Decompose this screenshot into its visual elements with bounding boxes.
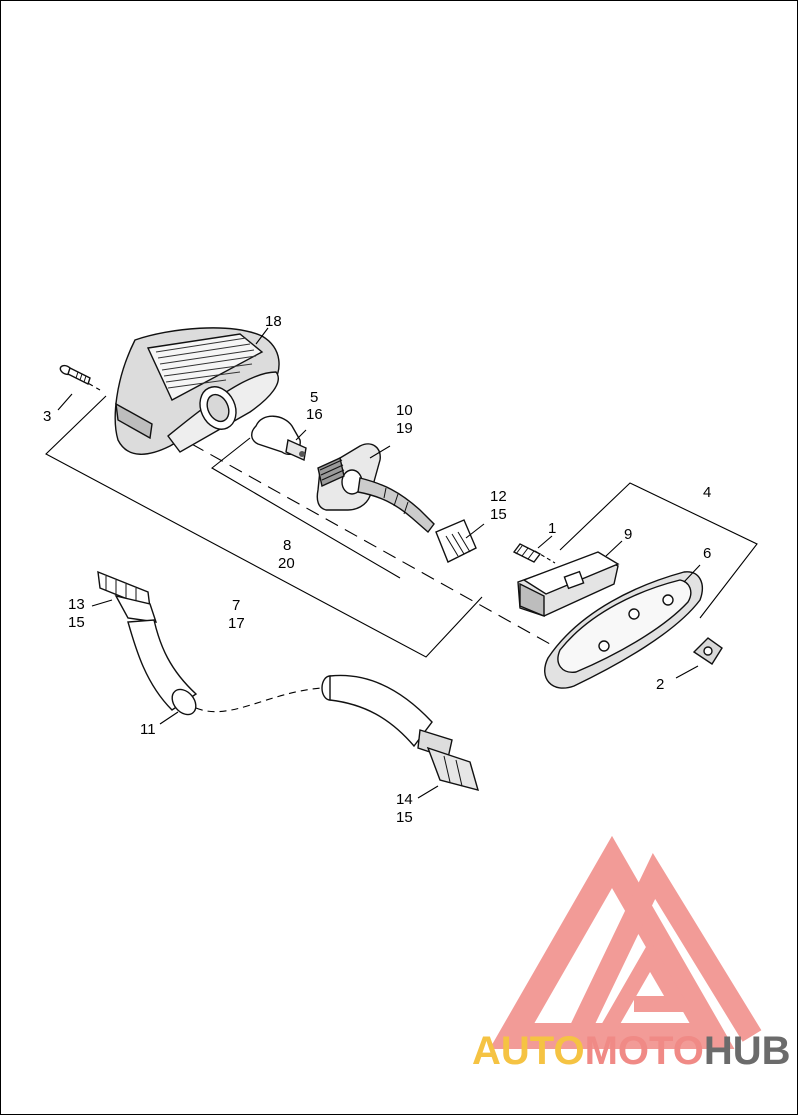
license-lamp-module (517, 551, 620, 618)
screw-1 (512, 543, 542, 563)
label-5: 5 (310, 389, 318, 406)
assembly-bracket-7-17 (45, 395, 483, 658)
label-19: 19 (396, 420, 413, 437)
assembly-bracket-8-20 (211, 437, 401, 579)
label-15-lower: 15 (396, 809, 413, 826)
watermark-text: AUTOMOTOHUB (472, 1029, 800, 1073)
screw-3 (59, 364, 91, 385)
label-14: 14 (396, 791, 413, 808)
center-axis-dashed-line (171, 432, 551, 645)
watermark-auto: AUTO (472, 1029, 585, 1073)
tail-lamp-housing (114, 327, 280, 455)
label-11: 11 (140, 721, 156, 738)
nut-2 (692, 637, 723, 665)
label-15-upper: 15 (490, 506, 507, 523)
wiring-harness (114, 594, 480, 791)
connector-12 (435, 519, 477, 563)
label-13: 13 (68, 596, 85, 613)
watermark-moto: MOTO (584, 1029, 704, 1073)
label-17: 17 (228, 615, 245, 632)
label-18: 18 (265, 313, 282, 330)
label-16: 16 (306, 406, 323, 423)
leader-lines (57, 327, 701, 799)
label-4: 4 (703, 484, 711, 501)
label-15-left: 15 (68, 614, 85, 631)
lamp-base-6 (544, 571, 703, 689)
watermark-hub: HUB (703, 1029, 791, 1073)
label-2: 2 (656, 676, 664, 693)
label-7: 7 (232, 597, 240, 614)
label-12: 12 (490, 488, 507, 505)
watermark-logo (489, 835, 762, 1049)
callout-labels: 3 18 5 16 10 19 12 15 1 9 4 6 2 8 20 7 1… (43, 313, 711, 826)
label-8: 8 (283, 537, 291, 554)
label-10: 10 (396, 402, 413, 419)
label-20: 20 (278, 555, 295, 572)
bulb-socket (316, 443, 435, 534)
label-9: 9 (624, 526, 632, 543)
assembly-bracket-4 (559, 482, 758, 619)
label-1: 1 (548, 520, 556, 537)
label-3: 3 (43, 408, 51, 425)
label-6: 6 (703, 545, 711, 562)
bulb (251, 415, 307, 462)
